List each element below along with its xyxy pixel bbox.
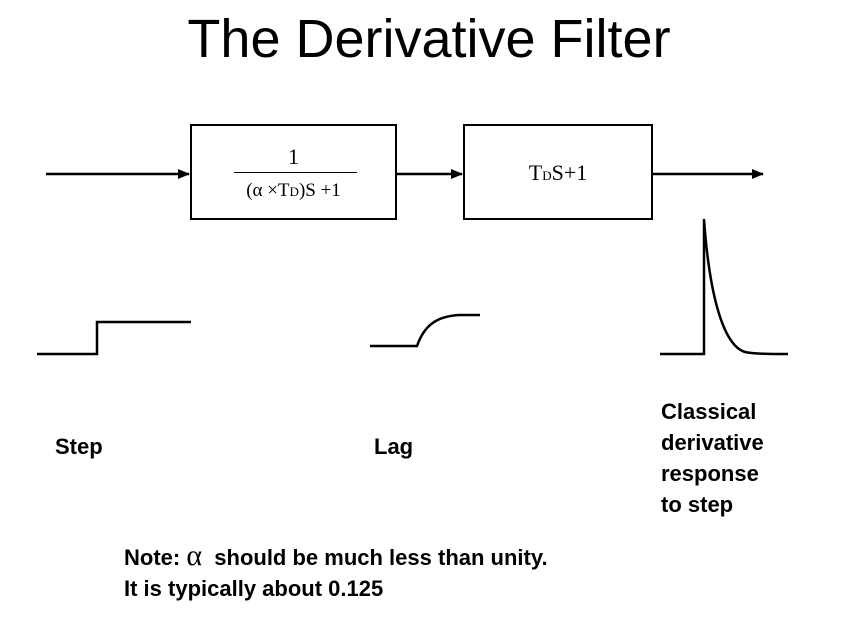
classical-line-3: response [661, 461, 759, 486]
note-line-2: It is typically about 0.125 [124, 576, 384, 601]
lag-filter-denominator: (α ×TD)S +1 [192, 180, 395, 202]
derivative-transfer-function: TDS+1 [465, 160, 651, 186]
alpha-note: Note: α should be much less than unity. … [124, 540, 548, 604]
step-waveform [37, 320, 191, 356]
denominator-suffix: )S +1 [298, 180, 341, 201]
lead-suffix: S+1 [551, 160, 588, 185]
note-line-1: Note: α should be much less than unity. [124, 540, 548, 573]
fraction-bar [234, 172, 357, 173]
lead-prefix: T [528, 160, 543, 185]
slide-title: The Derivative Filter [187, 9, 671, 69]
classical-line-4: to step [661, 492, 734, 517]
classical-line-1: Classical [661, 399, 757, 424]
classical-response-label: Classical derivative response to step [661, 396, 841, 520]
step-label: Step [55, 434, 103, 459]
derivative-block: TDS+1 [463, 124, 653, 220]
lag-waveform [370, 313, 480, 348]
denominator-subscript: D [289, 184, 299, 199]
lag-label: Lag [374, 434, 414, 459]
classical-line-2: derivative [661, 430, 764, 455]
note-prefix: Note: [124, 545, 187, 570]
lag-filter-numerator: 1 [288, 144, 299, 169]
lead-subscript: D [542, 168, 552, 183]
derivative-response-waveform [660, 218, 789, 356]
note-suffix: should be much less than unity. [202, 545, 548, 570]
denominator-prefix: (α ×T [246, 180, 290, 201]
lag-filter-block: 1 (α ×TD)S +1 [190, 124, 397, 220]
alpha-symbol: α [186, 539, 203, 572]
